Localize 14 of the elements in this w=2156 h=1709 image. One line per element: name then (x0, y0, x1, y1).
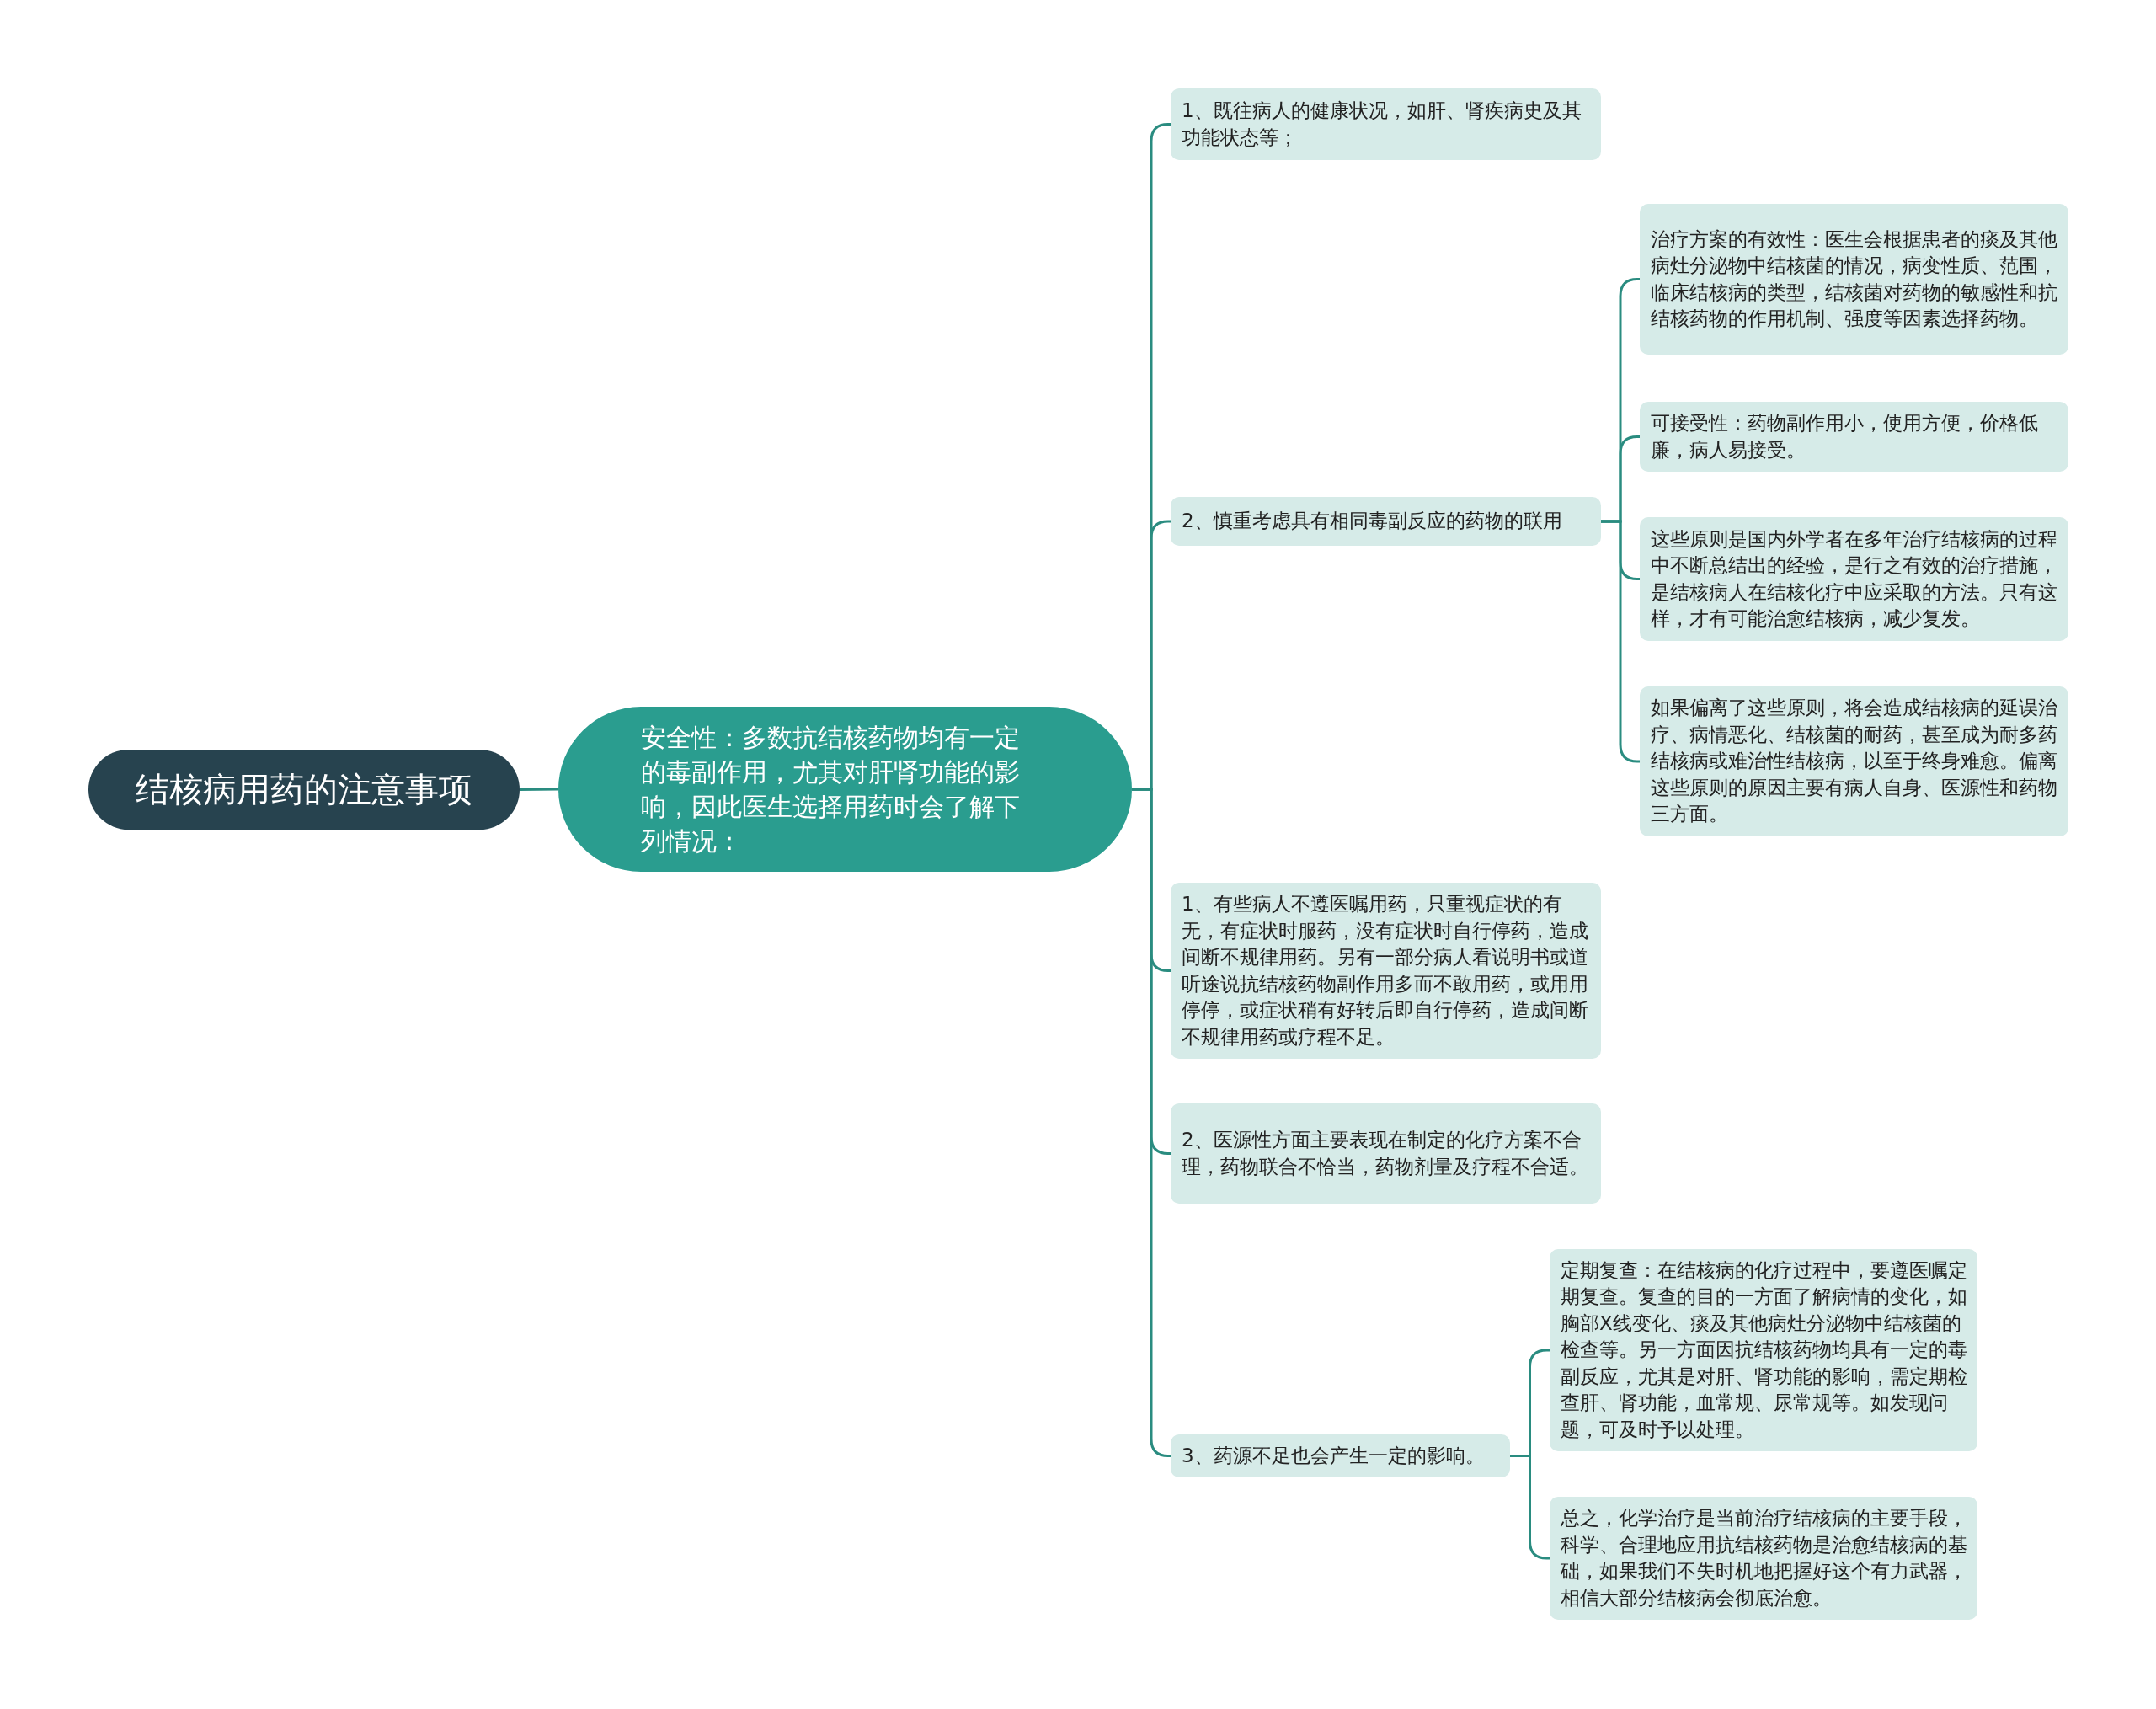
subtopic-box: 2、慎重考虑具有相同毒副反应的药物的联用 (1171, 497, 1601, 546)
subtopic-box: 这些原则是国内外学者在多年治疗结核病的过程中不断总结出的经验，是行之有效的治疗措施，是结核病人在结核化疗中应采取的方法。只有这样，才有可能治愈结核病，减少复发。 (1640, 517, 2068, 641)
subtopic-box: 2、医源性方面主要表现在制定的化疗方案不合理，药物联合不恰当，药物剂量及疗程不合适。 (1171, 1103, 1601, 1204)
subtopic-box: 3、药源不足也会产生一定的影响。 (1171, 1434, 1510, 1477)
subtopic-box: 1、既往病人的健康状况，如肝、肾疾病史及其功能状态等； (1171, 88, 1601, 160)
subtopic-box: 总之，化学治疗是当前治疗结核病的主要手段，科学、合理地应用抗结核药物是治愈结核病的基础，如果我们不失时机地把握好这个有力武器，相信大部分结核病会彻底治愈。 (1550, 1497, 1977, 1620)
root-topic-box: 结核病用药的注意事项 (88, 750, 520, 830)
subtopic-box: 定期复查：在结核病的化疗过程中，要遵医嘱定期复查。复查的目的一方面了解病情的变化，如胸部X线变化、痰及其他病灶分泌物中结核菌的检查等。另一方面因抗结核药物均具有一定的毒副反应，尤其是对肝、肾功能的影响，需定期检查肝、肾功能，血常规、尿常规等。如发现问题，可及时予以处理。 (1550, 1249, 1977, 1451)
connector-line (520, 788, 558, 791)
topic-box: 安全性：多数抗结核药物均有一定的毒副作用，尤其对肝肾功能的影响，因此医生选择用药时会了解下列情况： (558, 707, 1132, 872)
subtopic-box: 如果偏离了这些原则，将会造成结核病的延误治疗、病情恶化、结核菌的耐药，甚至成为耐多药结核病或难治性结核病，以至于终身难愈。偏离这些原则的原因主要有病人自身、医源性和药物三方面。 (1640, 686, 2068, 836)
subtopic-box: 1、有些病人不遵医嘱用药，只重视症状的有无，有症状时服药，没有症状时自行停药，造成间断不规律用药。另有一部分病人看说明书或道听途说抗结核药物副作用多而不敢用药，或用用停停，或症状稍有好转后即自行停药，造成间断不规律用药或疗程不足。 (1171, 883, 1601, 1059)
subtopic-box: 治疗方案的有效性：医生会根据患者的痰及其他病灶分泌物中结核菌的情况，病变性质、范围，临床结核病的类型，结核菌对药物的敏感性和抗结核药物的作用机制、强度等因素选择药物。 (1640, 204, 2068, 355)
subtopic-box: 可接受性：药物副作用小，使用方便，价格低廉，病人易接受。 (1640, 402, 2068, 472)
